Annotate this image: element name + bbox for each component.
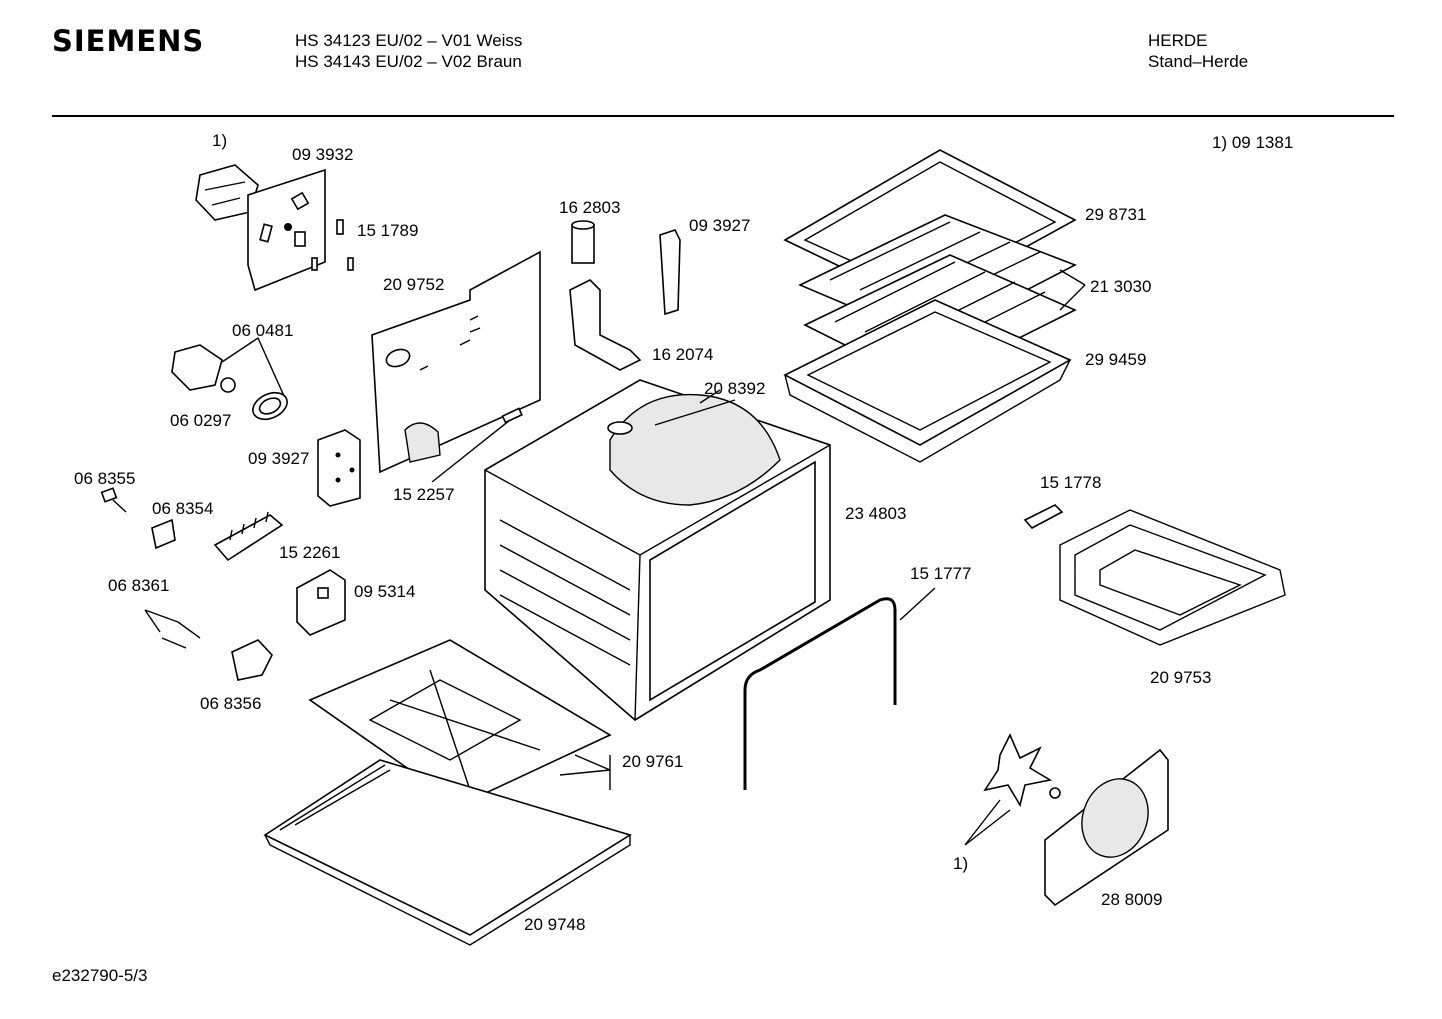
label-209748: 20 9748 [524, 915, 585, 934]
part-cylinder-162803 [571, 220, 595, 264]
part-screw-068355 [100, 487, 127, 513]
label-151789: 15 1789 [357, 221, 418, 240]
part-clip-068354 [151, 518, 176, 550]
label-093927-left: 09 3927 [248, 449, 309, 468]
label-298731: 29 8731 [1085, 205, 1146, 224]
label-footnote-1-top: 1) [212, 131, 227, 150]
label-152257: 15 2257 [393, 485, 454, 504]
label-208392: 20 8392 [704, 379, 765, 398]
part-rail-093927b [659, 229, 681, 316]
label-095314: 09 5314 [354, 582, 415, 601]
label-068361: 06 8361 [108, 576, 169, 595]
part-support-162074 [569, 279, 642, 371]
category-line-1: HERDE [1148, 31, 1208, 50]
part-lamp-060481-group [171, 336, 288, 421]
part-bottomplate-209748 [263, 759, 632, 946]
category-line-2: Stand–Herde [1148, 52, 1249, 71]
drawing-id: e232790-5/3 [52, 966, 148, 985]
label-footnote-1-bottom: 1) [953, 854, 968, 873]
part-screws-068361 [144, 609, 201, 649]
label-209753: 20 9753 [1150, 668, 1211, 687]
label-093932: 09 3932 [292, 145, 353, 164]
label-162803: 16 2803 [559, 198, 620, 217]
label-209761: 20 9761 [622, 752, 683, 771]
part-pan-299459 [783, 299, 1072, 463]
label-234803: 23 4803 [845, 504, 906, 523]
label-068356: 06 8356 [200, 694, 261, 713]
label-213030: 21 3030 [1090, 277, 1151, 296]
label-060481: 06 0481 [232, 321, 293, 340]
label-151778: 15 1778 [1040, 473, 1101, 492]
leader-208392 [654, 389, 736, 426]
label-068354: 06 8354 [152, 499, 213, 518]
part-terminal-152261 [213, 511, 284, 562]
part-bracket-093927a [317, 429, 361, 507]
brand-logo: SIEMENS [52, 24, 205, 58]
part-muffle-234803 [484, 379, 831, 721]
label-152261: 15 2261 [279, 543, 340, 562]
label-288009: 28 8009 [1101, 890, 1162, 909]
label-151777: 15 1777 [910, 564, 971, 583]
part-gasket-151777 [743, 587, 936, 790]
label-093927-right: 09 3927 [689, 216, 750, 235]
part-heater-209753 [1023, 504, 1286, 646]
part-sensor-152257 [431, 407, 523, 483]
part-thermostat-095314 [296, 569, 346, 636]
label-060297: 06 0297 [170, 411, 231, 430]
footnote-note: 1) 09 1381 [1212, 133, 1293, 152]
model-line-2: HS 34143 EU/02 – V02 Braun [295, 52, 522, 71]
label-209752: 20 9752 [383, 275, 444, 294]
leader-209761 [559, 754, 611, 790]
part-fan-288009 [964, 733, 1169, 907]
header-rule [52, 115, 1394, 117]
part-latch-068356 [231, 639, 273, 681]
part-frontpanel-209752 [371, 250, 541, 474]
label-162074: 16 2074 [652, 345, 713, 364]
label-299459: 29 9459 [1085, 350, 1146, 369]
part-switch-093932-group [195, 164, 354, 292]
label-068355: 06 8355 [74, 469, 135, 488]
model-line-1: HS 34123 EU/02 – V01 Weiss [295, 31, 523, 50]
